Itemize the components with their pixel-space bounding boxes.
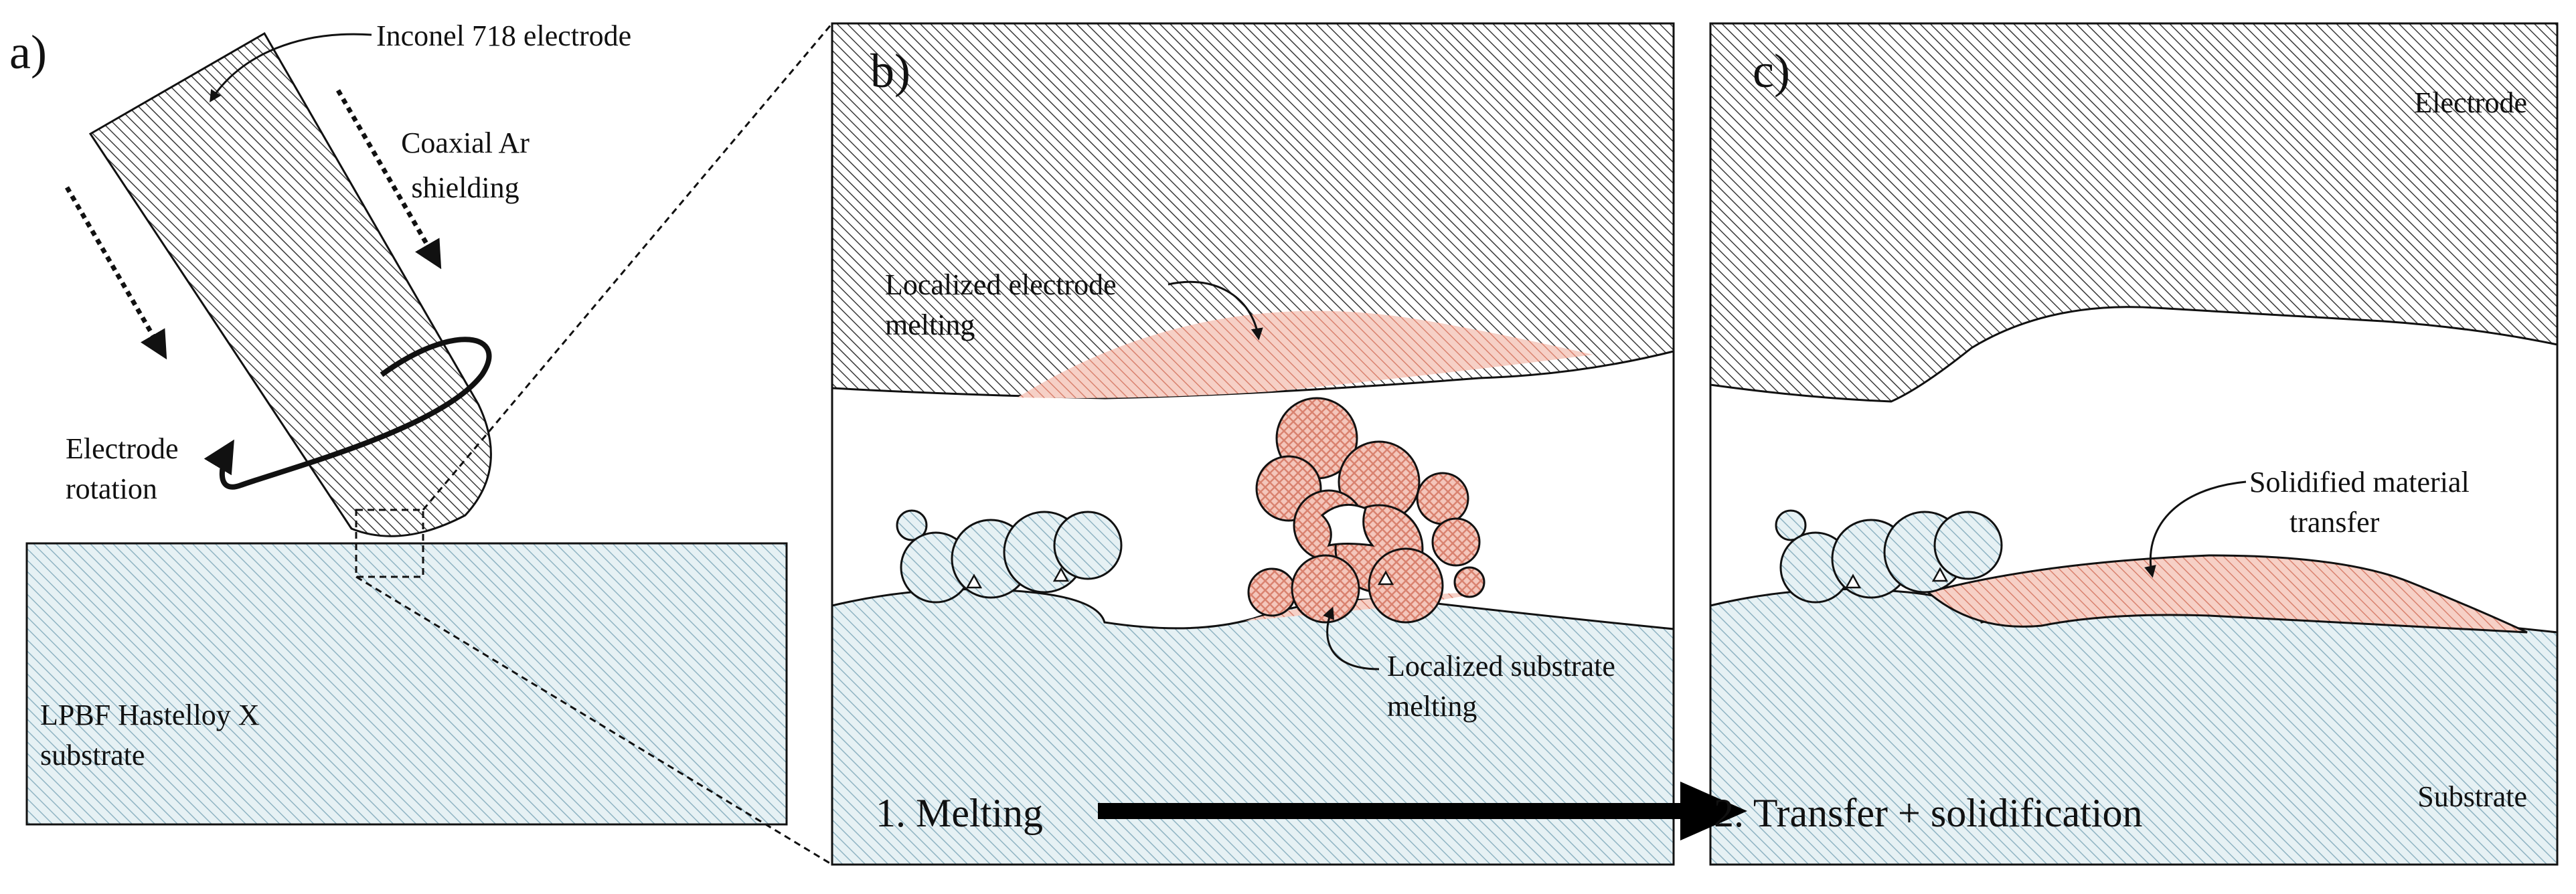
electrode-label-leader [210, 33, 372, 103]
substrate-melting-label-line1: Localized substrate [1387, 650, 1615, 683]
electrode-rod [88, 31, 492, 537]
shielding-label-line1: Coaxial Ar [401, 126, 530, 159]
panel-c-label: c) [1753, 44, 1790, 98]
panel-b-frame [831, 22, 1675, 866]
detail-box [355, 509, 424, 578]
solidified-leader [2144, 480, 2247, 578]
electrode-melting-label-line2: melting [885, 308, 975, 341]
dotted-arrow-icon [64, 186, 167, 360]
panel-a: a) Inconel 718 electrode Coaxial Ar shie… [9, 19, 788, 826]
substrate-melting-label-line2: melting [1387, 690, 1477, 723]
panel-c-frame [1709, 22, 2559, 866]
panel-a-label: a) [9, 25, 47, 79]
process-flow: 1. Melting 2. Transfer + solidification [876, 782, 2142, 840]
substrate-melting-leader [1323, 606, 1380, 670]
rotation-label-line2: rotation [66, 472, 157, 505]
electrode-label: Electrode [2414, 86, 2527, 119]
panel-c: c) Electrode Substrate Solidified materi… [1709, 22, 2559, 866]
electrode-melting-label-line1: Localized electrode [885, 268, 1117, 301]
substrate-label-line1: LPBF Hastelloy X [40, 699, 260, 731]
pore-marks [965, 567, 1070, 589]
electrode-region [1709, 22, 2559, 403]
panel-b: Localized electrode melting Localized su… [831, 22, 1675, 866]
pore-marks [1844, 567, 1949, 589]
powder-particles [896, 509, 1123, 604]
substrate-label: Substrate [2417, 780, 2527, 813]
rotation-arrow-icon [204, 337, 492, 490]
substrate-label-line2: substrate [40, 739, 145, 772]
substrate-block [25, 542, 788, 826]
zoom-line-bottom [355, 575, 833, 866]
step-2-label: 2. Transfer + solidification [1714, 791, 2142, 835]
solidified-transfer-layer [1925, 554, 2528, 634]
rotation-label-line1: Electrode [66, 432, 179, 465]
molten-droplets [1247, 397, 1485, 624]
electrode-melting-leader [1168, 280, 1263, 341]
right-arrow-icon [1098, 803, 1684, 819]
void-in-droplet [1320, 503, 1375, 547]
step-1-label: 1. Melting [876, 791, 1043, 835]
pore-mark [1377, 570, 1394, 586]
electrode-region [831, 22, 1675, 399]
electrode-melt-zone [1018, 310, 1593, 398]
dotted-arrow-icon [335, 89, 442, 270]
electrode-name-label: Inconel 718 electrode [376, 19, 631, 52]
zoom-line-top [422, 23, 833, 511]
solidified-label-line2: transfer [2289, 506, 2380, 539]
panel-b-label: b) [870, 44, 910, 98]
right-arrow-head [1680, 782, 1747, 840]
solidified-label-line1: Solidified material [2249, 466, 2470, 499]
shielding-label-line2: shielding [411, 171, 519, 204]
